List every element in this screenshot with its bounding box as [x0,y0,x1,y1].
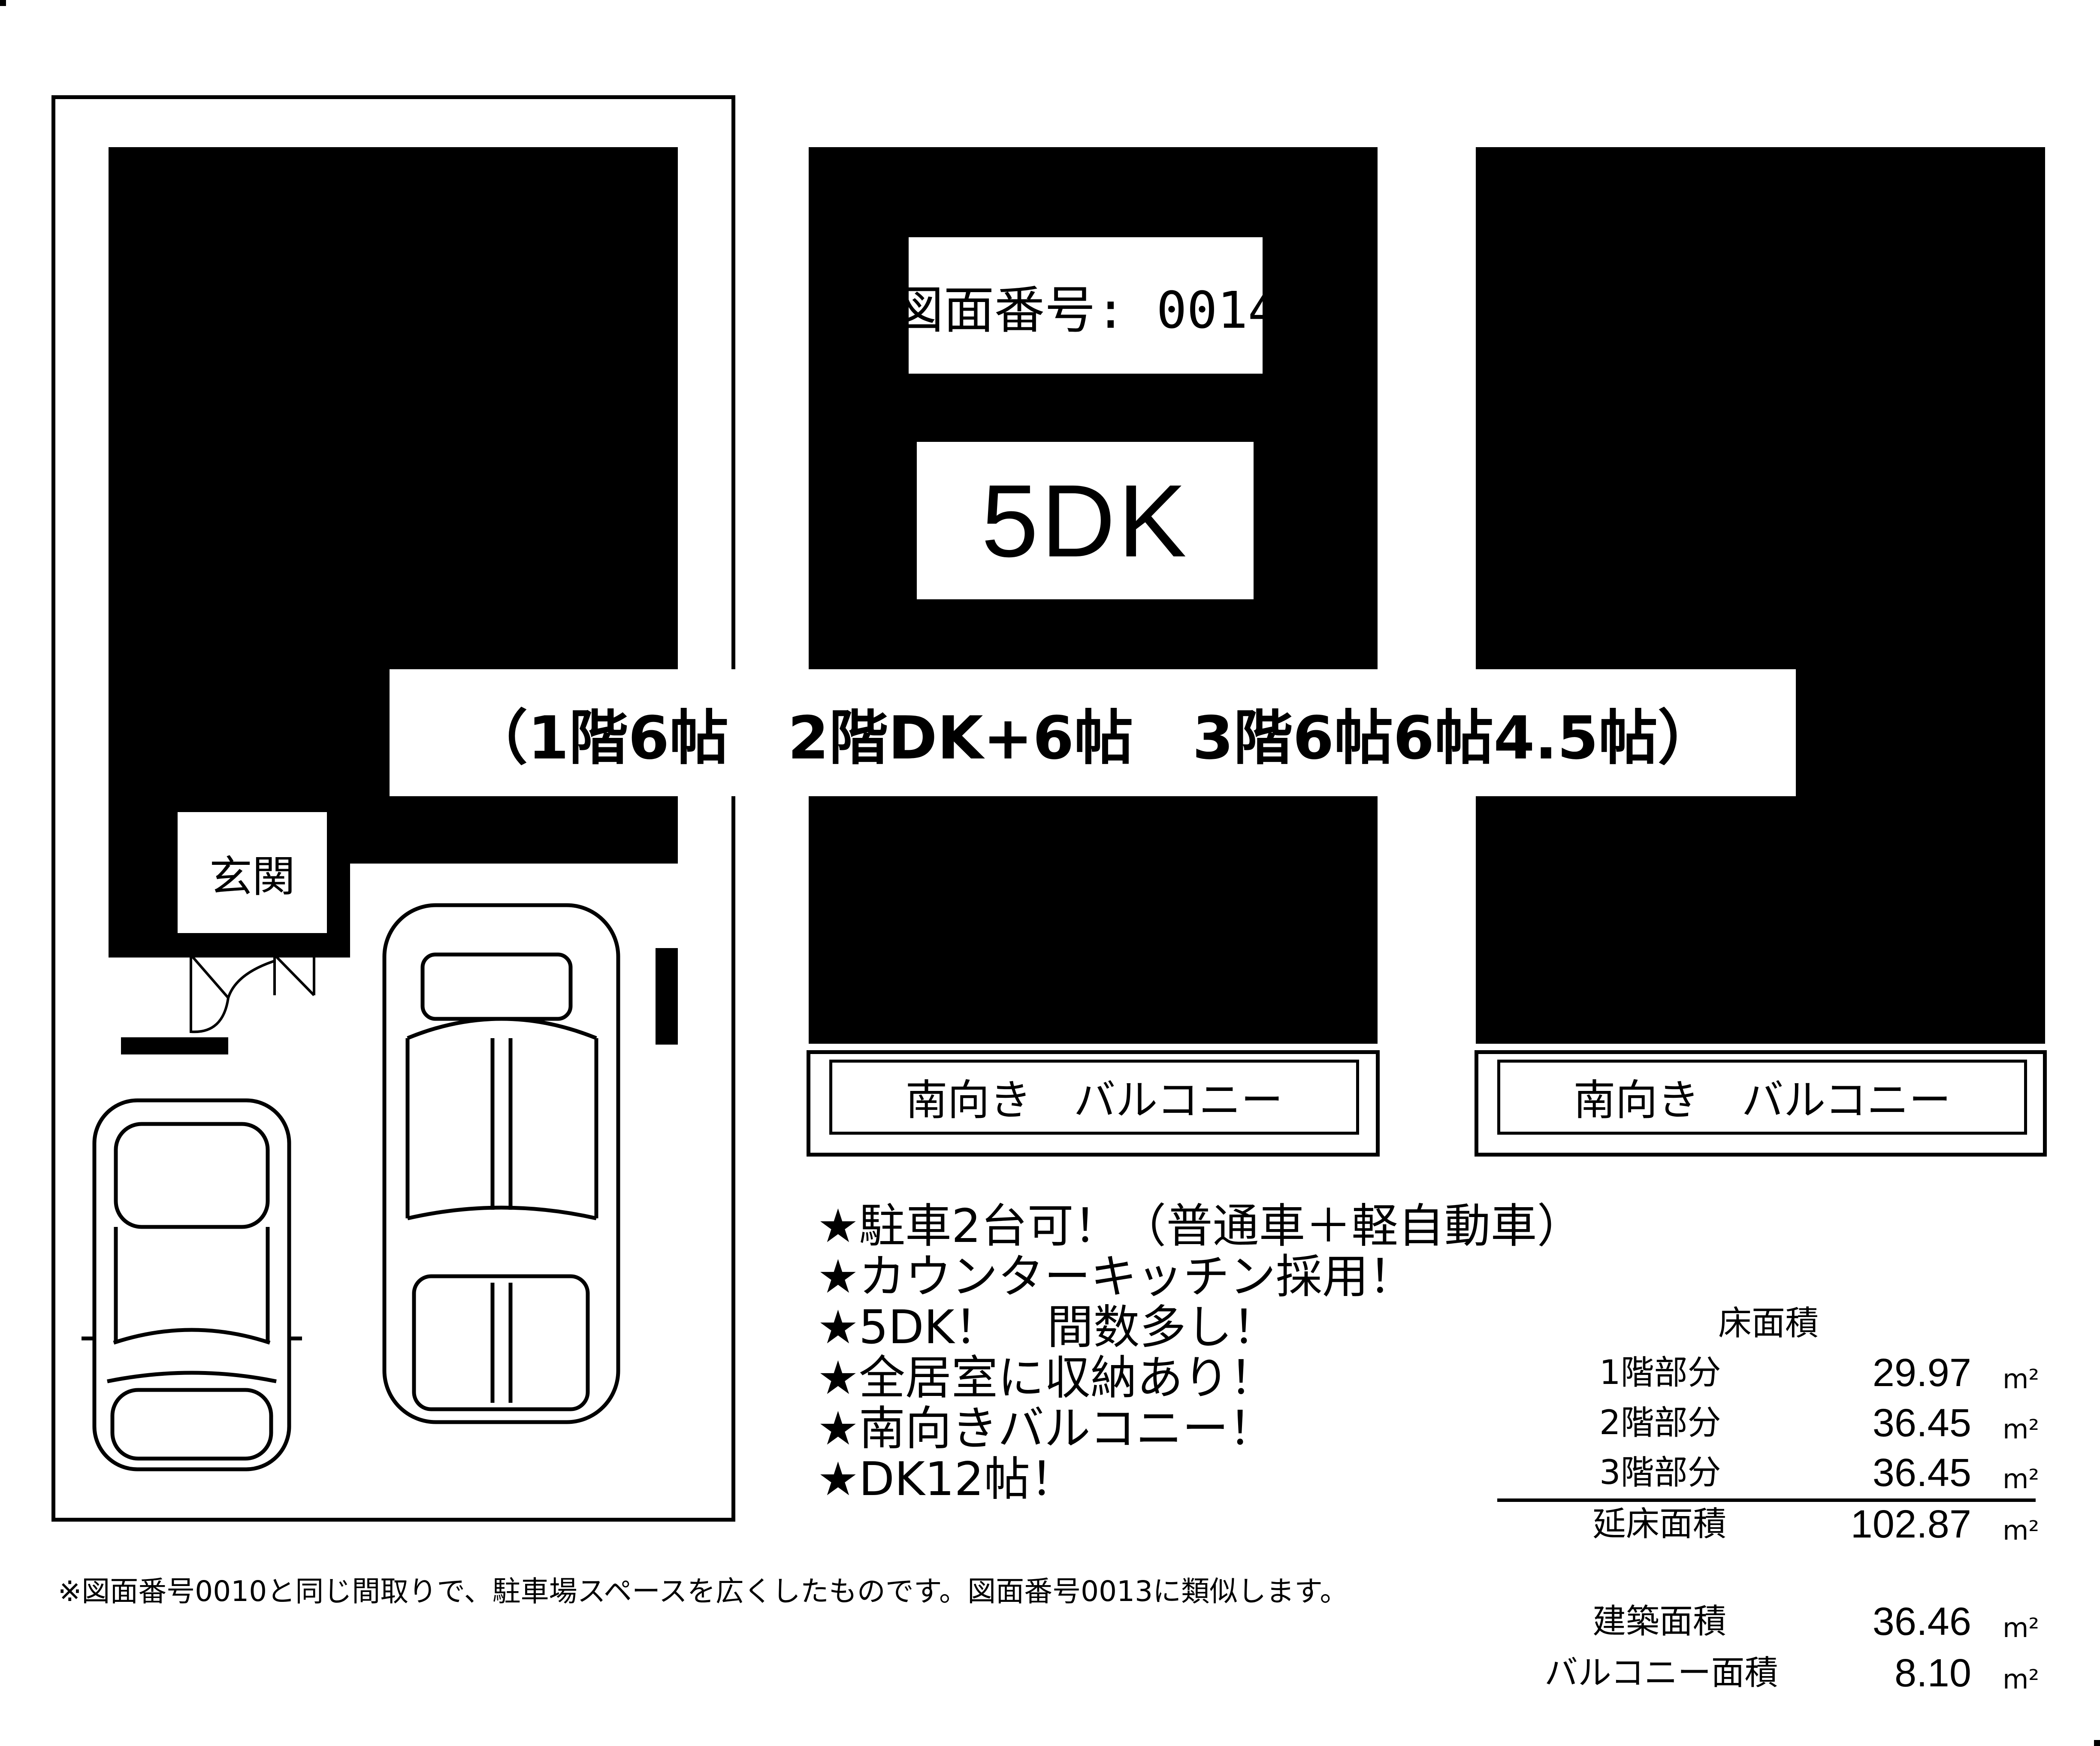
area-row-value: 36.45 [1872,1401,1971,1445]
area-table-header: 床面積 [1718,1304,1819,1343]
floor2-balcony [807,1050,1380,1157]
area-row-label: 2階部分 [1599,1404,1721,1442]
feature-item: ★DK12帖！ [817,1453,1077,1506]
room-summary: （1階6帖 2階DK+6帖 3階6帖6帖4.5帖） [468,704,1717,773]
room-summary-box: （1階6帖 2階DK+6帖 3階6帖6帖4.5帖） [390,669,1796,796]
area-row-value: 36.45 [1872,1451,1971,1495]
feature-item: ★駐車2台可！（普通車＋軽自動車） [817,1199,1583,1253]
corner-mark-top-left [0,0,6,6]
area-unit: m² [2003,1664,2040,1695]
area-unit: m² [2003,1612,2040,1643]
floor3-balcony-inner [1497,1060,2027,1135]
layout-type-box: 5DK [917,442,1254,599]
balcony-area-label: バルコニー面積 [1544,1654,1778,1692]
area-unit: m² [2003,1463,2040,1495]
entrance-label: 玄関 [209,851,295,902]
drawing-number-box: 図面番号: 0014 [893,237,1278,374]
area-unit: m² [2003,1363,2040,1395]
layout-type: 5DK [981,463,1189,578]
footnote: ※図面番号0010と同じ間取りで、駐車場スペースを広くしたものです。図面番号00… [58,1575,1348,1608]
floor3-balcony-label: 南向き バルコニー [1573,1076,1951,1125]
entrance-room: 玄関 [178,812,327,933]
area-row-label: 3階部分 [1599,1453,1721,1492]
kei-car-outline [82,1098,302,1471]
floor3-building-block [1476,147,2045,1044]
drawing-number: 図面番号: 0014 [893,280,1278,340]
feature-item: ★カウンターキッチン採用！ [817,1250,1415,1304]
area-unit: m² [2003,1515,2040,1546]
total-divider [1497,1498,2036,1502]
total-area-value: 102.87 [1850,1502,1971,1546]
floor1-site-outline [51,95,735,1522]
floor2-balcony-label: 南向き バルコニー [905,1076,1283,1125]
area-row-value: 29.97 [1872,1351,1971,1395]
feature-item: ★全居室に収納あり！ [817,1351,1276,1405]
area-unit: m² [2003,1414,2040,1445]
corner-mark-bottom-right [2094,1740,2100,1746]
floor2-balcony-inner [829,1060,1359,1135]
feature-item: ★5DK！ 間数多し！ [817,1301,1279,1354]
building-area-value: 36.46 [1872,1600,1971,1643]
area-row-label: 1階部分 [1599,1353,1721,1392]
total-area-label: 延床面積 [1592,1505,1727,1544]
standard-car-outline [382,903,620,1424]
building-area-label: 建築面積 [1592,1602,1727,1641]
balcony-area-value: 8.10 [1894,1651,1971,1695]
floor3-balcony [1475,1050,2047,1157]
feature-item: ★南向きバルコニー！ [817,1402,1275,1456]
